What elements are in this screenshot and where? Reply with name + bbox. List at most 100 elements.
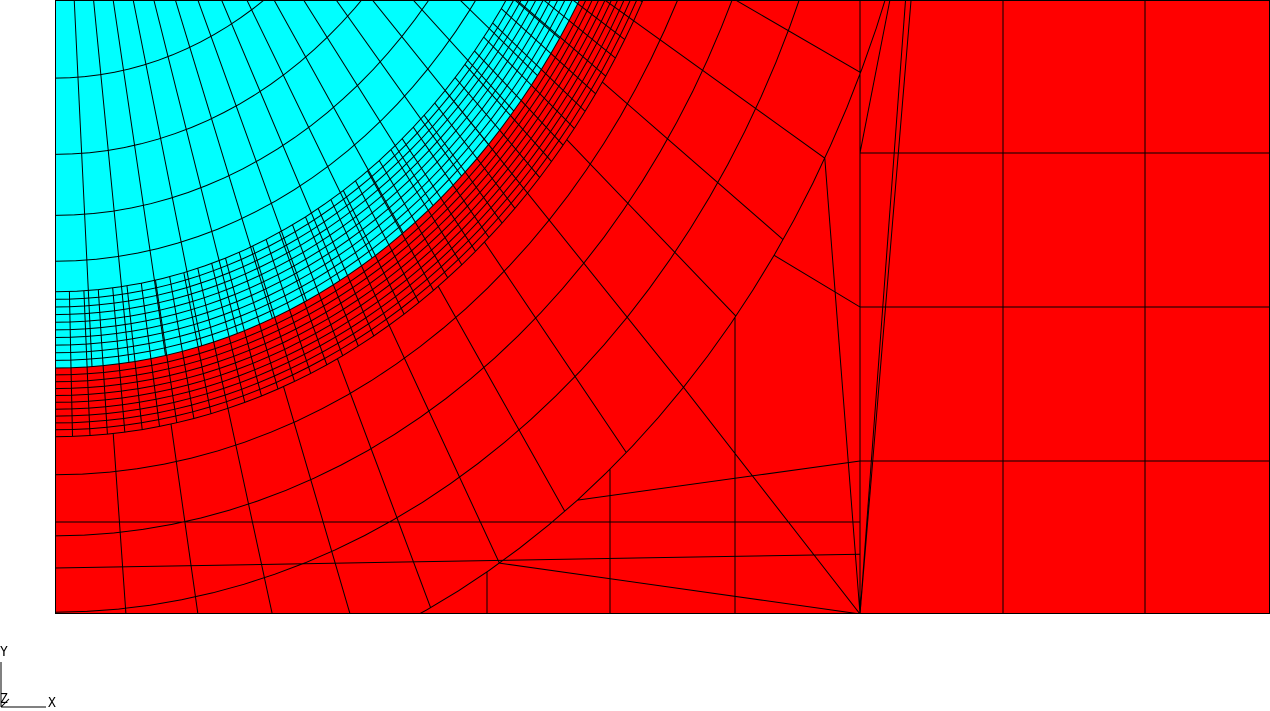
matrix-fine-radial-line	[134, 361, 143, 430]
inclusion-radial-line	[335, 0, 462, 177]
inclusion-radial-line	[371, 0, 489, 145]
inclusion-radial-line	[174, 0, 273, 319]
inclusion-fine-radial-line	[492, 22, 542, 70]
matrix-fine-radial-line	[289, 309, 312, 374]
matrix-fine-radial-line	[181, 351, 195, 419]
matrix-fine-radial-line	[568, 20, 616, 59]
inclusion-ring-line	[55, 0, 265, 79]
matrix-fine-radial-line	[388, 244, 420, 303]
coordinate-triad	[0, 662, 46, 708]
inclusion-fine-radial-line	[444, 90, 489, 145]
matrix-fine-radial-line	[520, 100, 564, 146]
matrix-fine-radial-line	[531, 84, 575, 129]
matrix-transition-line	[855, 613, 860, 614]
triad-z-label: Z	[0, 692, 8, 707]
matrix-fine-radial-line	[464, 171, 503, 224]
inclusion-ring-line	[55, 0, 363, 155]
matrix-transition-line	[499, 562, 861, 614]
matrix-transition-line	[859, 0, 912, 614]
matrix-fine-radial-line	[318, 293, 344, 356]
matrix-fine-radial-line	[332, 284, 359, 347]
inclusion-fine-radial-line	[211, 263, 230, 337]
inclusion-fine-radial-line	[278, 232, 305, 303]
inclusion-fine-radial-line	[423, 115, 466, 173]
inclusion-radial-line	[303, 0, 434, 206]
matrix-fine-radial-line	[540, 69, 586, 112]
inclusion-radial-line	[73, 0, 93, 367]
matrix-transition-line	[824, 158, 861, 614]
inclusion-fine-radial-line	[474, 50, 522, 101]
inclusion-fine-radial-line	[112, 287, 120, 364]
matrix-fine-radial-line	[70, 367, 73, 437]
matrix-radial-line	[566, 139, 737, 317]
inclusion-fine-radial-line	[68, 291, 72, 368]
matrix-fine-radial-line	[228, 336, 246, 403]
matrix-fine-radial-line	[197, 346, 212, 414]
matrix-radial-line	[336, 358, 432, 608]
inclusion-fine-radial-line	[292, 224, 320, 294]
finite-element-mesh	[55, 0, 1270, 614]
inclusion-fine-radial-line	[401, 138, 442, 199]
inclusion-radial-line	[112, 0, 166, 356]
matrix-fan-line	[773, 254, 861, 308]
inclusion-radial-line	[273, 0, 404, 234]
matrix-radial-line	[437, 286, 566, 512]
inclusion-fine-radial-line	[454, 77, 501, 131]
inclusion-region	[55, 0, 580, 368]
inclusion-fine-radial-line	[500, 8, 552, 54]
triad-z-axis	[0, 698, 10, 708]
inclusion-fine-radial-line	[97, 289, 104, 366]
matrix-fine-radial-line	[361, 265, 390, 326]
matrix-fine-radial-line	[414, 222, 449, 279]
inclusion-radial-line	[221, 0, 341, 281]
inclusion-radial-line	[246, 0, 373, 259]
matrix-fine-radial-line	[166, 355, 178, 423]
triad-y-label: Y	[0, 645, 8, 660]
inclusion-fine-radial-line	[169, 276, 183, 352]
matrix-fan-line	[859, 0, 891, 154]
matrix-radial-line	[170, 423, 199, 614]
inclusion-radial-line	[153, 0, 238, 334]
inclusion-fine-radial-line	[412, 126, 454, 186]
matrix-fine-radial-line	[427, 210, 463, 266]
matrix-fine-radial-line	[440, 197, 476, 252]
matrix-fine-radial-line	[510, 115, 552, 162]
inclusion-fine-radial-line	[330, 199, 362, 267]
matrix-radial-line	[227, 408, 273, 614]
matrix-radial-line	[484, 241, 627, 453]
inclusion-fine-radial-line	[542, 0, 570, 21]
inclusion-fine-radial-line	[390, 149, 429, 211]
inclusion-fine-radial-line	[225, 257, 245, 331]
matrix-fine-radial-line	[559, 36, 607, 77]
inclusion-fine-radial-line	[367, 170, 403, 235]
matrix-transition-line	[683, 386, 861, 614]
inclusion-fine-radial-line	[126, 285, 136, 362]
inclusion-fine-radial-line	[342, 190, 376, 256]
matrix-radial-line	[283, 386, 351, 614]
matrix-bottom-row-line	[55, 553, 861, 569]
matrix-fine-radial-line	[102, 365, 108, 435]
inclusion-fine-radial-line	[515, 0, 561, 38]
matrix-fine-radial-line	[259, 324, 279, 390]
matrix-fan-line	[577, 460, 861, 501]
matrix-fine-radial-line	[243, 330, 262, 397]
matrix-transition-line	[855, 613, 860, 614]
inclusion-radial-line	[459, 0, 538, 76]
matrix-fine-radial-line	[488, 144, 528, 194]
matrix-transition-line	[859, 0, 907, 614]
inclusion-radial-line	[197, 0, 308, 301]
inclusion-fine-radial-line	[355, 180, 390, 246]
inclusion-fine-radial-line	[140, 283, 152, 359]
inclusion-fine-radial-line	[483, 36, 532, 86]
matrix-fine-radial-line	[550, 53, 596, 95]
matrix-radial-line	[633, 20, 826, 159]
inclusion-fine-radial-line	[434, 102, 478, 159]
inclusion-fine-radial-line	[317, 208, 348, 276]
inclusion-fine-radial-line	[265, 239, 291, 311]
inclusion-fine-radial-line	[305, 216, 334, 285]
matrix-radial-line	[388, 324, 500, 564]
inclusion-radial-line	[412, 0, 515, 112]
triad-x-label: X	[48, 696, 56, 711]
matrix-radial-line	[601, 81, 784, 240]
